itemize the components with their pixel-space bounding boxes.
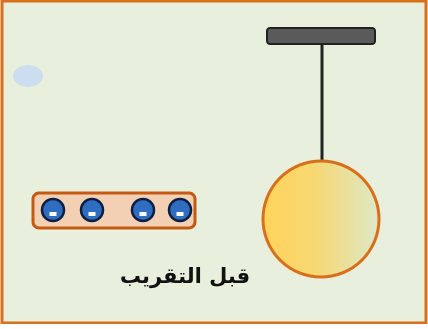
- faint-spot: [13, 65, 43, 87]
- negative-charge-icon: [130, 197, 156, 223]
- minus-sign-icon: [49, 212, 57, 216]
- charges-group: [40, 197, 193, 223]
- pendulum-ball: [261, 159, 381, 279]
- minus-sign-icon: [139, 212, 147, 216]
- caption-label: قبل التقريب: [119, 264, 251, 288]
- minus-sign-icon: [88, 212, 96, 216]
- support-bar: [266, 27, 376, 45]
- minus-sign-icon: [176, 212, 184, 216]
- negative-charge-icon: [40, 197, 66, 223]
- negative-charge-icon: [79, 197, 105, 223]
- negative-charge-icon: [167, 197, 193, 223]
- charged-rod: [31, 191, 197, 230]
